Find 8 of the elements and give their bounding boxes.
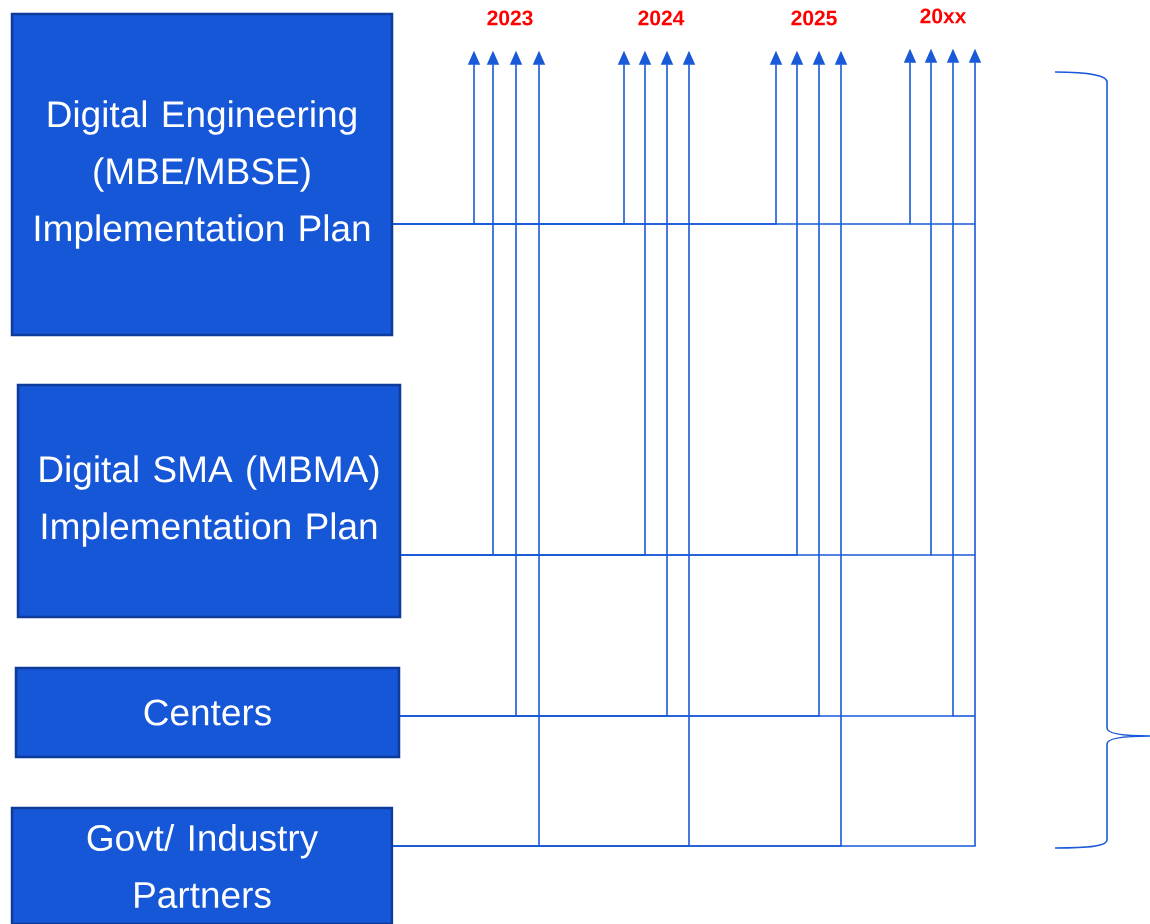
year-label: 2025 — [791, 10, 837, 26]
plan-box: Govt/ Industry Partners — [10, 806, 394, 924]
year-label: 20xx — [920, 8, 967, 24]
plan-box: Digital SMA (MBMA) Implementation Plan — [16, 383, 402, 619]
plan-box: Centers — [14, 666, 401, 759]
year-label: 2024 — [638, 10, 685, 26]
year-label: 2023 — [487, 10, 533, 26]
plan-box: Digital Engineering (MBE/MBSE) Implementation Plan — [10, 12, 394, 337]
